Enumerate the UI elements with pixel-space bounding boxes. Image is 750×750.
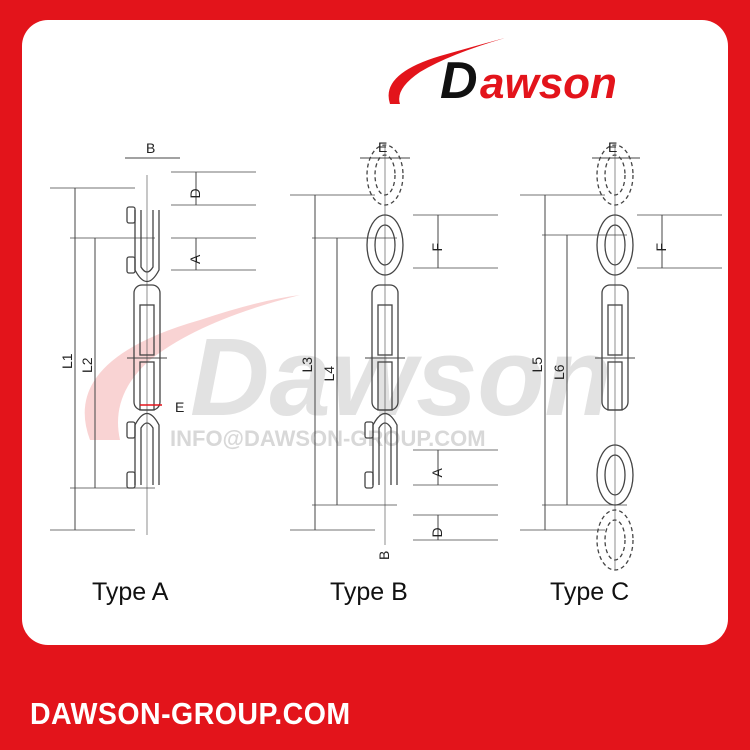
dim-d: D [429,527,445,537]
jaw-bolt [126,256,136,274]
dim-e: E [378,139,387,155]
dim-l3: L3 [299,357,315,373]
jaw-bolt [364,471,374,489]
type-c-drawing [520,144,722,571]
jaw-bolt [364,421,374,439]
type-a-label: Type A [92,578,169,606]
dim-l1: L1 [59,353,75,369]
dim-b: B [376,551,392,560]
dim-a: A [187,254,203,264]
type-b-drawing [290,144,498,545]
jaw-bolt [126,421,136,439]
watermark-email: INFO@DAWSON-GROUP.COM [170,426,486,451]
dim-e: E [608,139,617,155]
svg-text:awson: awson [480,59,617,108]
svg-text:D: D [440,52,478,110]
dim-l4: L4 [321,366,337,382]
dawson-logo: D awson [388,38,617,110]
dim-l2: L2 [79,357,95,373]
type-b-label: Type B [330,578,408,606]
dim-l5: L5 [529,357,545,373]
type-a-drawing [50,157,256,535]
jaw-bolt [126,206,136,224]
type-c-label: Type C [550,578,630,606]
footer-website: DAWSON-GROUP.COM [30,696,351,731]
dim-f: F [429,243,445,252]
dim-a: A [429,468,445,478]
jaw-bolt [126,471,136,489]
dim-f: F [653,243,669,252]
dim-l6: L6 [551,364,567,380]
dim-e: E [175,399,184,415]
svg-text:Dawson: Dawson [190,316,612,439]
dim-d: D [187,188,203,198]
dim-b: B [146,140,155,156]
